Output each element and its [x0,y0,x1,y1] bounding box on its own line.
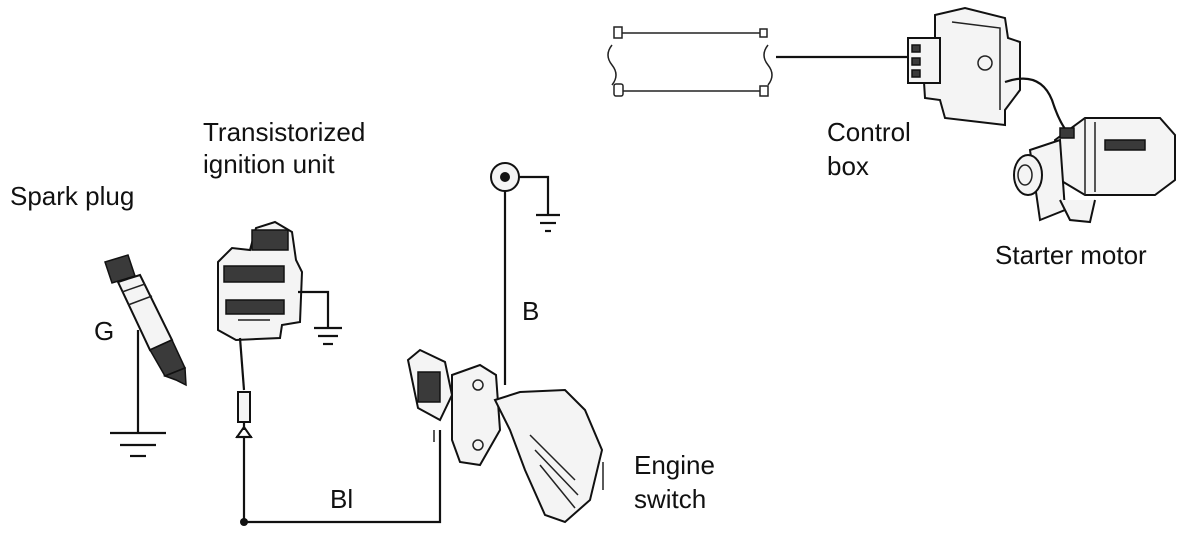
spark-plug-ground [110,330,166,458]
bl-wire [235,337,442,526]
transistorized-label-line2: ignition unit [203,149,335,179]
wire-bl-label: Bl [330,484,354,514]
spark-plug-label: Spark plug [10,181,135,211]
b-wire [490,162,560,385]
starter-motor [1013,117,1176,224]
starter-motor-label: Starter motor [995,240,1147,270]
spark-plug [104,224,240,387]
wire-b-label: B [522,296,540,326]
ignition-unit-ground [298,290,342,346]
connector-cable [607,26,773,97]
control-box [776,6,1071,136]
engine-switch-label-line1: Engine [634,450,715,480]
engine-switch-label-line2: switch [634,484,707,514]
engine-switch [406,348,604,524]
fragment-g-label: G [94,316,115,346]
transistorized-label-line1: Transistorized [203,117,366,147]
transistorized-ignition-unit [217,220,304,342]
control-box-label-line1: Control [827,117,911,147]
control-box-label-line2: box [827,151,869,181]
